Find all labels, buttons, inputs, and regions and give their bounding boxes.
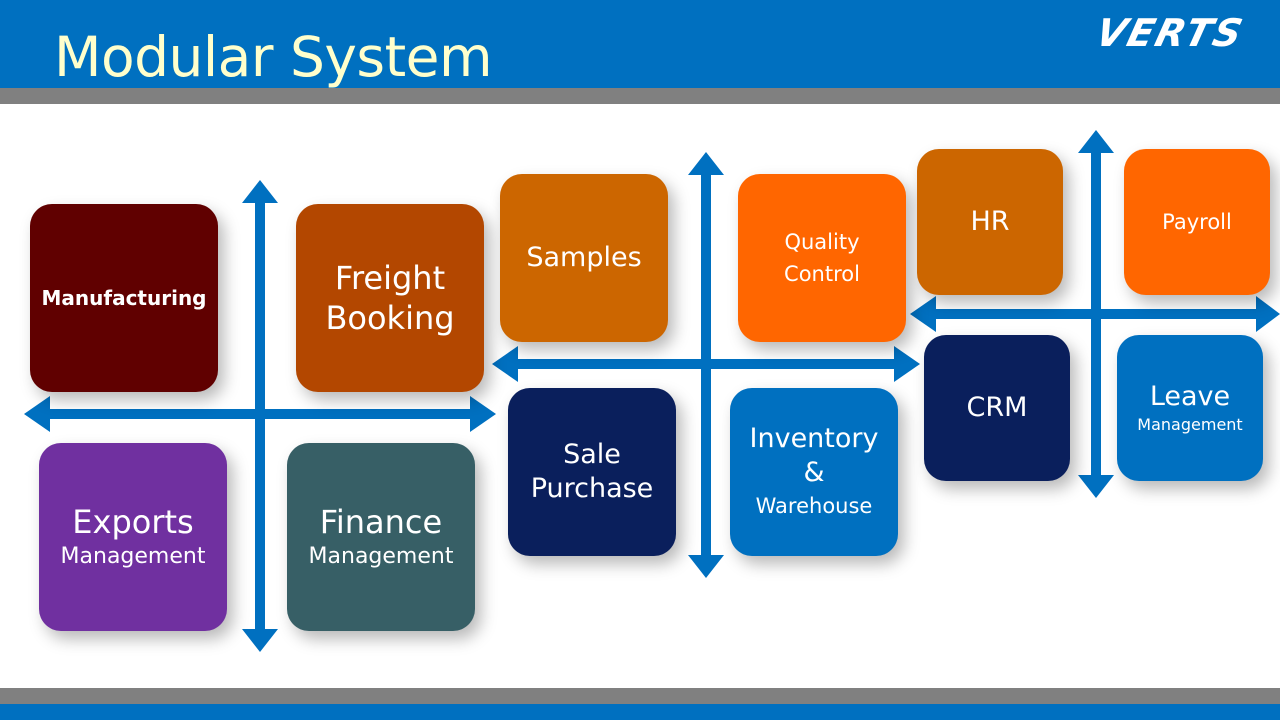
- module-label: Manufacturing: [41, 286, 207, 310]
- module-label: &: [803, 457, 825, 488]
- cluster-3-horizontal-arrow: [910, 296, 1280, 332]
- module-exports-management: Exports Management: [39, 443, 227, 631]
- footer-band: [0, 704, 1280, 720]
- module-crm: CRM: [924, 335, 1070, 481]
- module-sublabel: Management: [1137, 415, 1243, 434]
- module-label: Payroll: [1162, 210, 1232, 234]
- module-manufacturing: Manufacturing: [30, 204, 218, 392]
- module-label: Purchase: [530, 473, 654, 504]
- module-sale-purchase: Sale Purchase: [508, 388, 676, 556]
- module-sublabel: Warehouse: [755, 494, 873, 518]
- module-label: Exports: [72, 503, 194, 541]
- header-divider: [0, 88, 1280, 104]
- slide-title: Modular System: [54, 25, 493, 89]
- module-leave-management: Leave Management: [1117, 335, 1263, 481]
- module-label: Freight: [334, 259, 446, 297]
- module-payroll: Payroll: [1124, 149, 1270, 295]
- module-freight-booking: Freight Booking: [296, 204, 484, 392]
- header-band: [0, 0, 1280, 88]
- module-samples: Samples: [500, 174, 668, 342]
- module-quality-control: Quality Control: [738, 174, 906, 342]
- module-label: Booking: [325, 299, 455, 337]
- module-sublabel: Management: [60, 544, 206, 569]
- module-sublabel: Management: [308, 544, 454, 569]
- module-label: Sale: [563, 439, 621, 470]
- module-label: Samples: [526, 242, 642, 273]
- cluster-1-horizontal-arrow: [24, 396, 496, 432]
- footer-divider: [0, 688, 1280, 704]
- module-label: Inventory: [749, 423, 879, 454]
- module-hr: HR: [917, 149, 1063, 295]
- module-label: CRM: [966, 392, 1028, 423]
- module-label: Quality: [784, 230, 860, 254]
- module-label: Control: [784, 262, 860, 286]
- module-label: HR: [970, 206, 1010, 237]
- module-label: Leave: [1149, 381, 1231, 412]
- module-label: Finance: [319, 503, 443, 541]
- module-finance-management: Finance Management: [287, 443, 475, 631]
- module-inventory-warehouse: Inventory & Warehouse: [730, 388, 898, 556]
- cluster-2-horizontal-arrow: [492, 346, 920, 382]
